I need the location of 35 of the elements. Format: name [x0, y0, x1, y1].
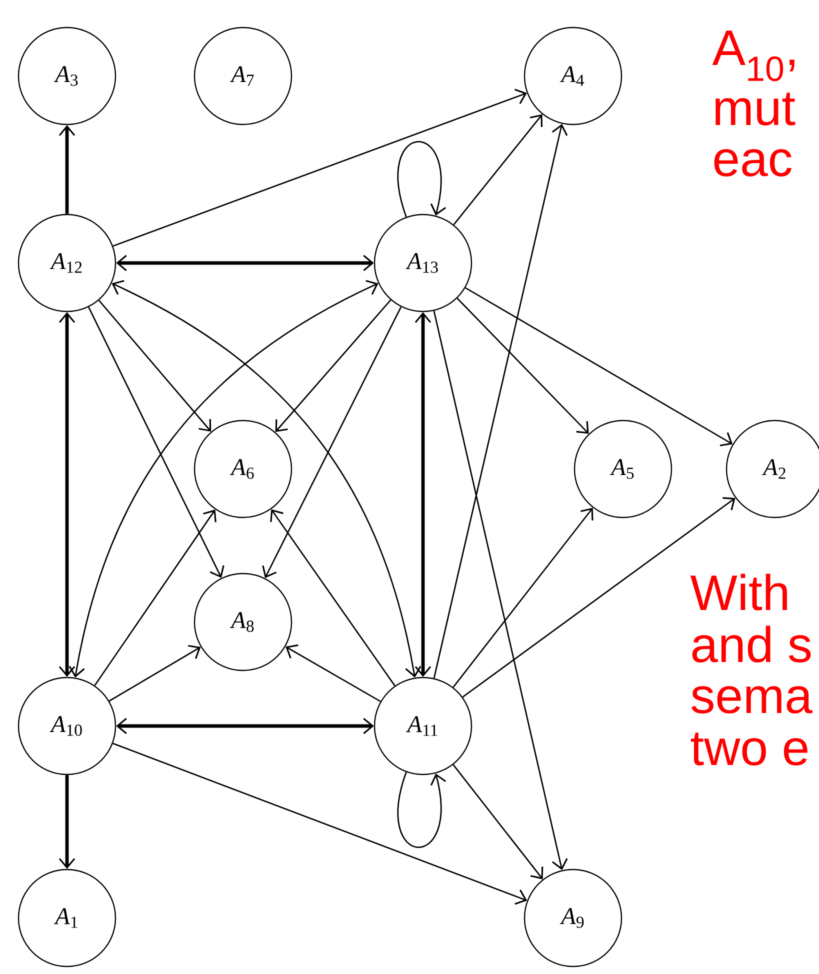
note-text: A$_{10}$,	[712, 30, 794, 82]
note-text: and s	[692, 626, 811, 662]
arrow	[112, 280, 422, 678]
arrow	[453, 114, 543, 226]
arrow	[58, 312, 76, 677]
arrow	[433, 124, 568, 678]
arrow	[433, 310, 568, 870]
arrow	[98, 300, 212, 432]
arrow	[58, 775, 76, 869]
arrow	[452, 764, 544, 880]
arrow	[262, 306, 402, 578]
arrow	[286, 644, 381, 702]
note-text: mut	[716, 92, 796, 126]
arrow	[68, 280, 378, 678]
note-text: sema	[692, 686, 812, 714]
arrow	[275, 300, 392, 432]
arrow	[112, 88, 527, 247]
note-text: two e	[690, 732, 808, 766]
arrow	[88, 306, 224, 578]
arrow	[116, 718, 374, 734]
arrow	[116, 254, 374, 272]
arrow	[58, 125, 76, 214]
arrow	[465, 287, 733, 446]
arrow	[397, 772, 446, 848]
arrow	[108, 644, 201, 702]
arrow	[270, 509, 396, 686]
arrow	[462, 497, 736, 698]
note-text: With	[690, 574, 787, 610]
arrow	[456, 298, 589, 434]
arrow	[397, 141, 446, 218]
note-text: eac	[714, 149, 792, 176]
arrow	[94, 510, 216, 686]
arrow	[112, 742, 528, 905]
arrow	[414, 312, 432, 677]
arrow	[452, 508, 594, 688]
